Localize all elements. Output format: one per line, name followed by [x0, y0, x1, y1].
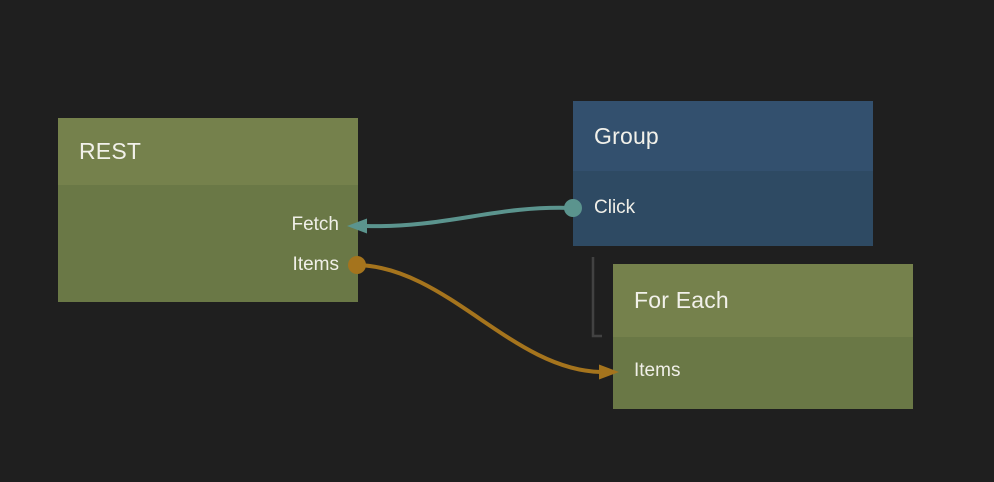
node-foreach[interactable]: For Each Items [613, 264, 913, 409]
port-rest-fetch[interactable]: Fetch [291, 214, 339, 235]
group-hierarchy-line [591, 257, 602, 338]
node-rest-body: Fetch Items [58, 185, 358, 302]
node-group-header[interactable]: Group [573, 101, 873, 171]
node-group-body: Click [573, 171, 873, 246]
node-rest-title: REST [79, 138, 142, 164]
node-foreach-title: For Each [634, 287, 729, 313]
node-foreach-body: Items [613, 337, 913, 409]
wire-click-to-fetch[interactable] [364, 205, 575, 229]
node-rest-header[interactable]: REST [58, 118, 358, 185]
wire-items-to-items[interactable] [355, 263, 603, 374]
port-group-click[interactable]: Click [594, 197, 636, 218]
port-rest-items[interactable]: Items [292, 254, 339, 275]
port-foreach-items[interactable]: Items [634, 360, 681, 381]
node-group[interactable]: Group Click [573, 101, 873, 246]
node-rest[interactable]: REST Fetch Items [58, 118, 358, 302]
node-group-title: Group [594, 122, 659, 149]
node-foreach-header[interactable]: For Each [613, 264, 913, 337]
